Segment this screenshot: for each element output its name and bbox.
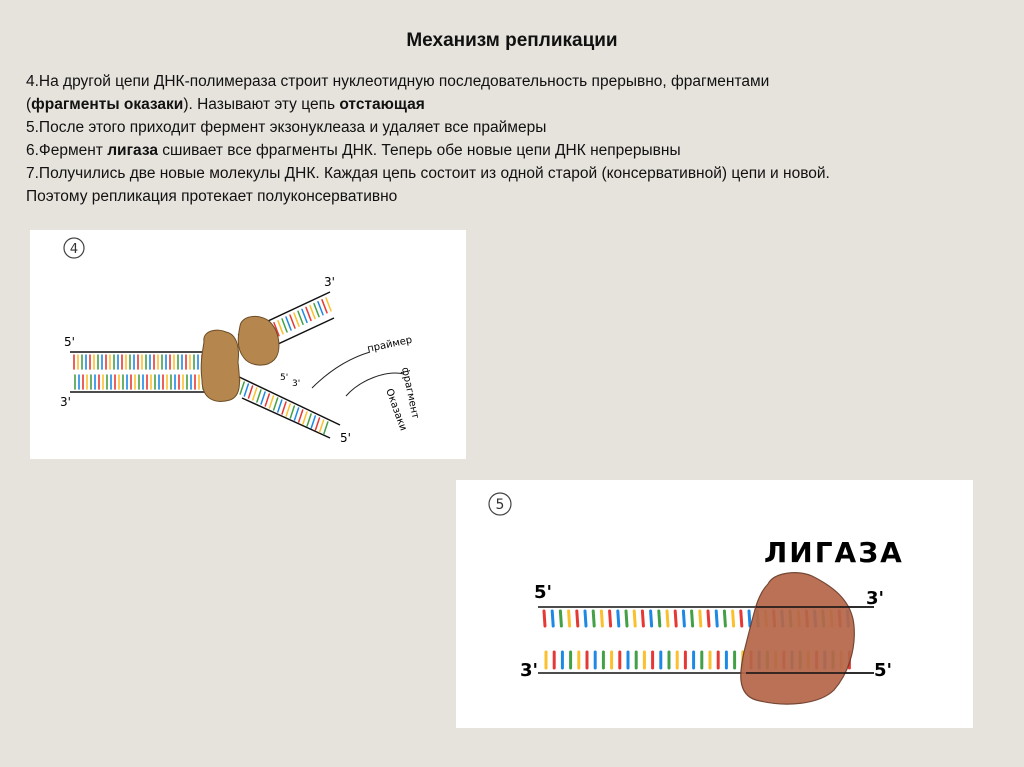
polymerase-enzyme-2 bbox=[238, 316, 279, 365]
base-tick bbox=[302, 309, 307, 322]
base-tick bbox=[610, 611, 611, 626]
base-tick bbox=[257, 390, 261, 402]
base-tick bbox=[642, 611, 643, 626]
base-tick bbox=[700, 611, 701, 626]
base-tick bbox=[675, 611, 676, 626]
lower-arm-bases bbox=[236, 380, 328, 434]
label-5prime-bottom: 5' bbox=[874, 660, 892, 681]
base-tick bbox=[315, 418, 319, 430]
base-tick bbox=[261, 392, 265, 404]
base-tick bbox=[282, 402, 286, 414]
step-number: 4 bbox=[70, 242, 78, 257]
base-tick bbox=[320, 420, 324, 432]
base-tick bbox=[322, 300, 327, 313]
base-tick bbox=[314, 304, 319, 317]
label-3prime-fragment: 3' bbox=[292, 379, 300, 389]
base-tick bbox=[724, 611, 725, 626]
slide-title: Механизм репликации bbox=[0, 30, 1024, 52]
base-tick bbox=[326, 298, 331, 311]
base-tick bbox=[634, 611, 635, 626]
base-tick bbox=[585, 611, 586, 626]
base-tick bbox=[303, 412, 307, 424]
text-line-4: 4.На другой цепи ДНК-полимераза строит н… bbox=[26, 70, 1006, 93]
base-tick bbox=[298, 311, 303, 324]
base-tick bbox=[240, 382, 244, 394]
figure-4-panel: 4 5' 3' 3' 5' 5' 3' праймер фрагмент Ока… bbox=[30, 230, 466, 459]
figure-4-diagram: 4 5' 3' 3' 5' 5' 3' праймер фрагмент Ока… bbox=[30, 230, 466, 459]
base-tick bbox=[560, 611, 561, 626]
base-tick bbox=[618, 611, 619, 626]
base-tick bbox=[244, 384, 248, 396]
base-tick bbox=[307, 414, 311, 426]
base-tick bbox=[290, 315, 295, 328]
label-primer: праймер bbox=[366, 335, 413, 355]
label-5prime-top: 5' bbox=[64, 335, 75, 349]
base-tick bbox=[651, 611, 652, 626]
ligase-enzyme bbox=[741, 573, 855, 704]
base-tick bbox=[733, 611, 734, 626]
text-line-5: 5.После этого приходит фермент экзонукле… bbox=[26, 116, 1006, 139]
base-tick bbox=[601, 611, 602, 626]
figure-5-panel: 5 ЛИГАЗА 5' 3' 3' 5' bbox=[456, 480, 973, 728]
base-tick bbox=[286, 317, 291, 330]
text-line-7-cont: Поэтому репликация протекает полуконсерв… bbox=[26, 185, 1006, 208]
base-tick bbox=[544, 611, 545, 626]
text-line-7: 7.Получились две новые молекулы ДНК. Каж… bbox=[26, 162, 1006, 185]
base-tick bbox=[626, 611, 627, 626]
base-tick bbox=[274, 398, 278, 410]
base-tick bbox=[282, 319, 287, 332]
base-tick bbox=[324, 422, 328, 434]
base-tick bbox=[667, 611, 668, 626]
slide-text: 4.На другой цепи ДНК-полимераза строит н… bbox=[26, 70, 1006, 208]
ligase-label: ЛИГАЗА bbox=[764, 536, 904, 569]
base-tick bbox=[318, 302, 323, 315]
label-3prime-bottom: 3' bbox=[520, 660, 538, 681]
step-number: 5 bbox=[496, 497, 505, 513]
base-tick bbox=[286, 404, 290, 416]
polymerase-enzyme-1 bbox=[201, 330, 239, 401]
base-tick bbox=[659, 611, 660, 626]
base-tick bbox=[253, 388, 257, 400]
base-tick bbox=[569, 611, 570, 626]
base-tick bbox=[299, 410, 303, 422]
label-5prime-top: 5' bbox=[534, 582, 552, 603]
base-tick bbox=[249, 386, 253, 398]
base-tick bbox=[708, 611, 709, 626]
base-tick bbox=[741, 611, 742, 626]
text-line-6: 6.Фермент лигаза сшивает все фрагменты Д… bbox=[26, 139, 1006, 162]
label-5prime-fragment: 5' bbox=[280, 373, 288, 383]
base-tick bbox=[552, 611, 553, 626]
base-tick bbox=[577, 611, 578, 626]
base-tick bbox=[278, 321, 283, 334]
base-tick bbox=[290, 406, 294, 418]
label-3prime-top: 3' bbox=[866, 588, 884, 609]
base-tick bbox=[278, 400, 282, 412]
base-tick bbox=[692, 611, 693, 626]
term-okazaki-fragments: фрагменты оказаки bbox=[31, 96, 183, 113]
base-tick bbox=[683, 611, 684, 626]
base-tick bbox=[306, 307, 311, 320]
label-3prime-upper-arm: 3' bbox=[324, 275, 335, 289]
base-tick bbox=[593, 611, 594, 626]
base-tick bbox=[265, 394, 269, 406]
label-5prime-lower-arm: 5' bbox=[340, 431, 351, 445]
primer-pointer bbox=[312, 352, 370, 388]
label-3prime-bottom: 3' bbox=[60, 395, 71, 409]
base-pairs bbox=[74, 355, 207, 389]
term-ligase: лигаза bbox=[107, 142, 158, 159]
text-line-4-cont: (фрагменты оказаки). Называют эту цепь о… bbox=[26, 93, 1006, 116]
base-tick bbox=[269, 396, 273, 408]
base-tick bbox=[310, 306, 315, 319]
figure-5-diagram: 5 ЛИГАЗА 5' 3' 3' 5' bbox=[456, 480, 973, 728]
base-tick bbox=[749, 611, 750, 626]
base-tick bbox=[295, 408, 299, 420]
base-tick bbox=[311, 416, 315, 428]
base-tick bbox=[294, 313, 299, 326]
term-lagging: отстающая bbox=[339, 96, 424, 113]
base-tick bbox=[716, 611, 717, 626]
